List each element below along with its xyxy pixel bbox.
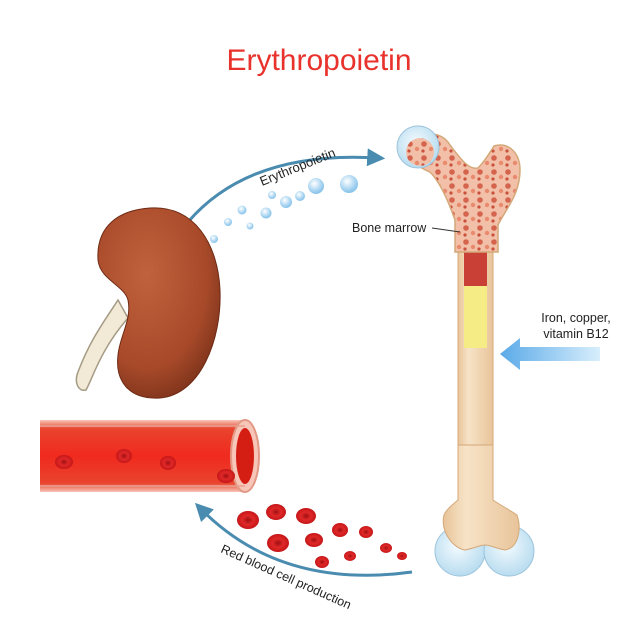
nutrients-label-line2: vitamin B12 — [543, 327, 608, 341]
bone-icon — [396, 125, 535, 577]
blood-vessel-icon — [40, 419, 260, 493]
yellow-marrow — [464, 286, 487, 348]
bone-marrow-leader — [431, 227, 461, 233]
kidney-icon — [75, 207, 221, 399]
red-marrow — [464, 252, 487, 286]
nutrients-arrow — [500, 338, 600, 370]
vessel-red-blood-cells — [55, 449, 235, 483]
bone-marrow-label: Bone marrow — [352, 221, 427, 235]
page-title: Erythropoietin — [226, 44, 411, 77]
rbc-production-arrow — [194, 502, 413, 577]
arrow-label-erythropoietin: Erythropoietin — [258, 145, 338, 189]
nutrients-label-line1: Iron, copper, — [541, 311, 611, 325]
arrow-label-rbc-production: Red blood cell production — [219, 542, 354, 612]
red-blood-cell-icon — [237, 504, 407, 568]
erythropoietin-droplet-icon — [210, 175, 358, 243]
erythropoietin-arrow — [186, 148, 386, 223]
